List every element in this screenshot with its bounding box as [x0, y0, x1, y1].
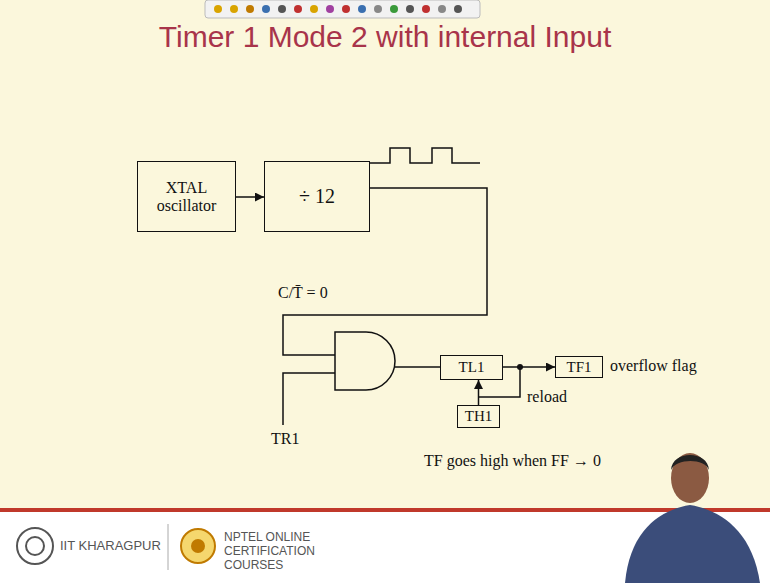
label-text: NPTEL ONLINE CERTIFICATION COURSES — [224, 530, 315, 572]
tr1-wire — [283, 373, 335, 425]
flag-note: overflow flag — [610, 357, 697, 375]
signal-arrow — [478, 380, 480, 405]
toolbar-icon — [358, 5, 366, 13]
signal-arrow — [503, 366, 555, 368]
node-text: TL1 — [456, 359, 488, 376]
toolbar-icon — [438, 5, 446, 13]
divider-box: ÷ 12 — [264, 161, 370, 232]
toolbar-icon — [262, 5, 270, 13]
toolbar-icon — [310, 5, 318, 13]
toolbar-icon — [406, 5, 414, 13]
node-text: TH1 — [462, 408, 496, 425]
footer-divider — [168, 524, 169, 570]
toolbar — [205, 0, 480, 18]
note-text: TF goes high when FF → 0 — [424, 452, 601, 470]
oscillator-box: XTAL oscillator — [137, 161, 236, 232]
toolbar-icon — [454, 5, 462, 13]
toolbar-bar — [205, 0, 480, 18]
title-text: Timer 1 Mode 2 with internal Input — [159, 20, 611, 53]
gate-output-wire — [395, 366, 440, 368]
toolbar-icon — [326, 5, 334, 13]
pin-name: TR1 — [271, 430, 299, 448]
slide-title: Timer 1 Mode 2 with internal Input — [0, 20, 770, 54]
label-text: TF goes high when FF → 0 — [424, 452, 601, 469]
clock-wire — [283, 188, 487, 355]
speaker-body — [625, 505, 760, 583]
node-text: ÷ 12 — [296, 185, 338, 208]
footer-rule — [0, 508, 770, 512]
label-text: overflow flag — [610, 357, 697, 374]
iit-logo — [26, 537, 44, 555]
toolbar-icon — [342, 5, 350, 13]
speaker-head — [671, 453, 709, 503]
toolbar-icon — [230, 5, 238, 13]
label-text: IIT KHARAGPUR — [60, 538, 161, 553]
toolbar-icon — [278, 5, 286, 13]
toolbar-icon — [374, 5, 382, 13]
wire-label: reload — [527, 388, 567, 406]
node-text: XTAL oscillator — [138, 179, 235, 215]
label-text: TR1 — [271, 430, 299, 447]
toolbar-icon — [214, 5, 222, 13]
register-box: TL1 — [440, 355, 503, 380]
signal-label: C/T̄ = 0 — [278, 284, 328, 302]
register-box: TH1 — [457, 405, 500, 428]
nptel-logo — [191, 539, 205, 553]
toolbar-icon — [246, 5, 254, 13]
label-text: reload — [527, 388, 567, 405]
signal-arrow — [236, 196, 264, 198]
flag-box: TF1 — [555, 356, 603, 378]
toolbar-icon — [294, 5, 302, 13]
speaker-hair — [671, 455, 709, 470]
institute-name: IIT KHARAGPUR — [60, 538, 161, 553]
toolbar-icon — [422, 5, 430, 13]
reload-wire — [479, 367, 521, 397]
and-gate — [335, 332, 395, 390]
iit-logo — [17, 528, 53, 564]
speaker-video — [625, 453, 760, 583]
label-text: C/T̄ = 0 — [278, 284, 328, 301]
node-text: TF1 — [563, 359, 594, 376]
nptel-logo — [181, 529, 215, 563]
clock-waveform — [370, 148, 480, 163]
course-name: NPTEL ONLINE CERTIFICATION COURSES — [224, 530, 374, 572]
toolbar-icon — [390, 5, 398, 13]
